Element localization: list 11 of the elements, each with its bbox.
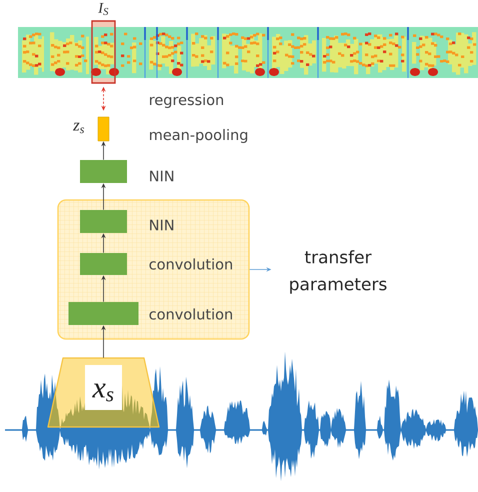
- layer-label: convolution: [150, 258, 232, 270]
- layer-label: mean-pooling: [150, 128, 248, 144]
- layer-label: convolution: [150, 308, 232, 320]
- layer-label: NIN: [150, 170, 174, 182]
- window-trapezoid: x$_{s}$: [47, 357, 160, 428]
- layer-label: NIN: [150, 220, 174, 230]
- symbol-label: z$_{s}$: [72, 122, 84, 134]
- annotation-text: transfer parameters: [290, 250, 386, 294]
- edge-label: regression: [150, 94, 224, 108]
- spectrogram-drawing: [18, 26, 478, 79]
- symbol-label: I$_{S}$: [98, 2, 108, 16]
